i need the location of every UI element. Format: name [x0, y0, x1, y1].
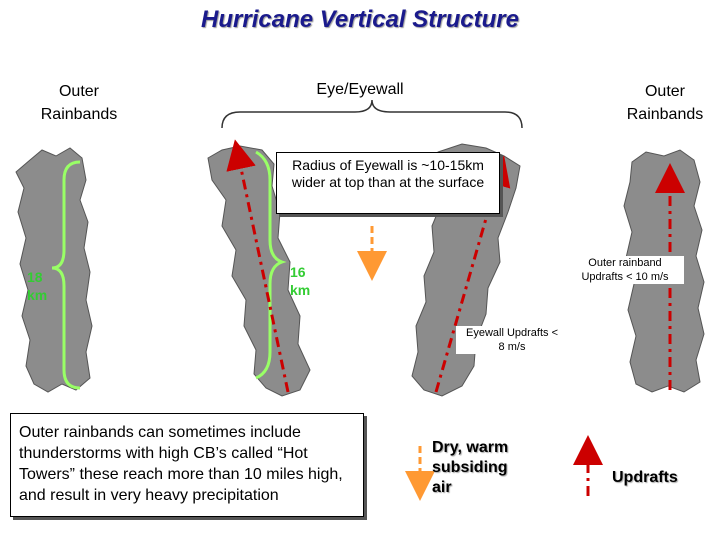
- outer-rainbands-left-line1: Outer: [58, 83, 99, 100]
- eye-eyewall-label: Eye/Eyewall: [316, 81, 404, 98]
- outer-rainband-left-cloud: [15, 147, 93, 393]
- height-brace-middle: [255, 150, 287, 380]
- height-label-outer: 18 km: [27, 268, 47, 304]
- eyewall-span-brace: [221, 99, 523, 129]
- hot-towers-note: Outer rainbands can sometimes include th…: [10, 413, 364, 517]
- eyewall-left-cloud: [207, 145, 311, 397]
- legend-updrafts-label: Updrafts: [612, 469, 678, 486]
- outer-rainband-updraft-note-line2: Updrafts < 10 m/s: [581, 271, 669, 283]
- outer-rainbands-right-line2: Rainbands: [626, 106, 704, 123]
- legend-subsiding-line1: Dry, warm: [432, 439, 509, 456]
- diagram-title: Hurricane Vertical Structure: [201, 6, 519, 33]
- height-label-eyewall-value: 16: [290, 264, 306, 280]
- eyewall-updraft-note: Eyewall Updrafts < 8 m/s: [456, 326, 568, 354]
- height-label-eyewall: 16 km: [290, 263, 310, 299]
- outer-rainbands-right-line1: Outer: [644, 83, 685, 100]
- outer-rainbands-left-line2: Rainbands: [40, 106, 118, 123]
- eyewall-radius-callout: Radius of Eyewall is ~10-15km wider at t…: [276, 152, 500, 214]
- eyewall-updraft-note-line2: 8 m/s: [498, 341, 526, 353]
- eyewall-updraft-note-line1: Eyewall Updrafts <: [465, 327, 558, 339]
- height-label-outer-unit: km: [27, 287, 48, 303]
- updraft-arrow-eyewall-left: [226, 139, 290, 393]
- outer-rainband-updraft-note-line1: Outer rainband: [588, 257, 662, 269]
- height-label-eyewall-unit: km: [290, 282, 311, 298]
- outer-rainbands-right-label: Outer Rainbands: [610, 80, 720, 126]
- height-brace-left: [51, 160, 81, 390]
- legend-subsiding-line2: subsiding: [432, 459, 508, 476]
- outer-rainband-updraft-note: Outer rainband Updrafts < 10 m/s: [566, 256, 684, 284]
- height-label-outer-value: 18: [27, 269, 43, 285]
- legend-subsiding-line3: air: [432, 479, 452, 496]
- legend-subsiding-label: Dry, warm subsiding air: [432, 438, 508, 498]
- outer-rainbands-left-label: Outer Rainbands: [24, 80, 134, 126]
